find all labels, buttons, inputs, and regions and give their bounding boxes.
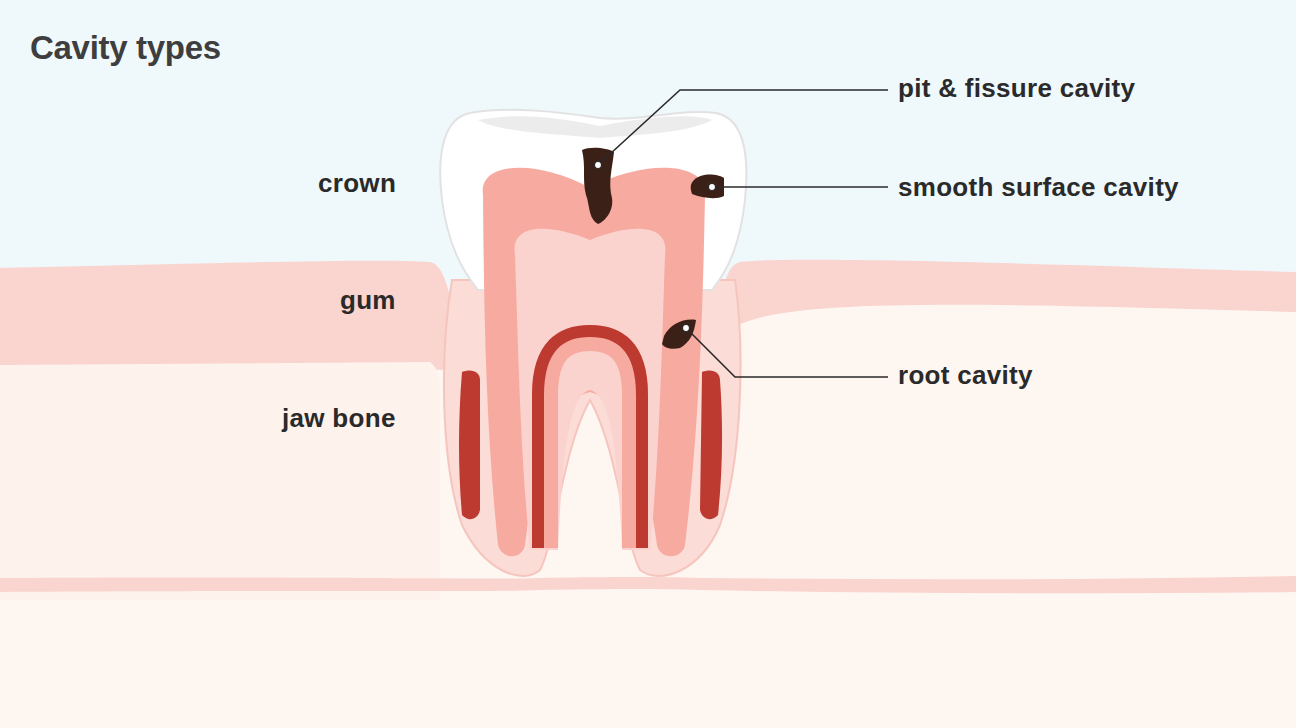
ligament-left bbox=[459, 370, 480, 519]
diagram-title: Cavity types bbox=[30, 28, 221, 68]
leader-line bbox=[712, 186, 888, 188]
bone-line bbox=[0, 576, 1296, 593]
leader-dot bbox=[595, 162, 602, 169]
cavity-label: root cavity bbox=[898, 360, 1033, 390]
cavity-label: pit & fissure cavity bbox=[898, 73, 1135, 103]
nerve bbox=[538, 331, 642, 548]
gum-left bbox=[0, 261, 455, 370]
occlusal-surface bbox=[478, 116, 712, 138]
pulp bbox=[515, 229, 666, 550]
gum-right bbox=[722, 260, 1296, 335]
leader-dot bbox=[683, 325, 690, 332]
jaw-bone-left bbox=[0, 362, 440, 600]
part-label: gum bbox=[340, 285, 396, 315]
dentin bbox=[483, 168, 705, 556]
part-label: crown bbox=[318, 168, 396, 198]
ligament-right bbox=[700, 370, 722, 519]
root-decay bbox=[662, 320, 696, 349]
leader-line bbox=[686, 328, 888, 377]
leader-line bbox=[598, 90, 888, 165]
part-label: jaw bone bbox=[282, 403, 396, 433]
pulp-inner bbox=[545, 338, 635, 548]
pit-fissure-decay bbox=[582, 148, 614, 224]
leader-dot bbox=[709, 184, 716, 191]
cavity-label: smooth surface cavity bbox=[898, 172, 1179, 202]
